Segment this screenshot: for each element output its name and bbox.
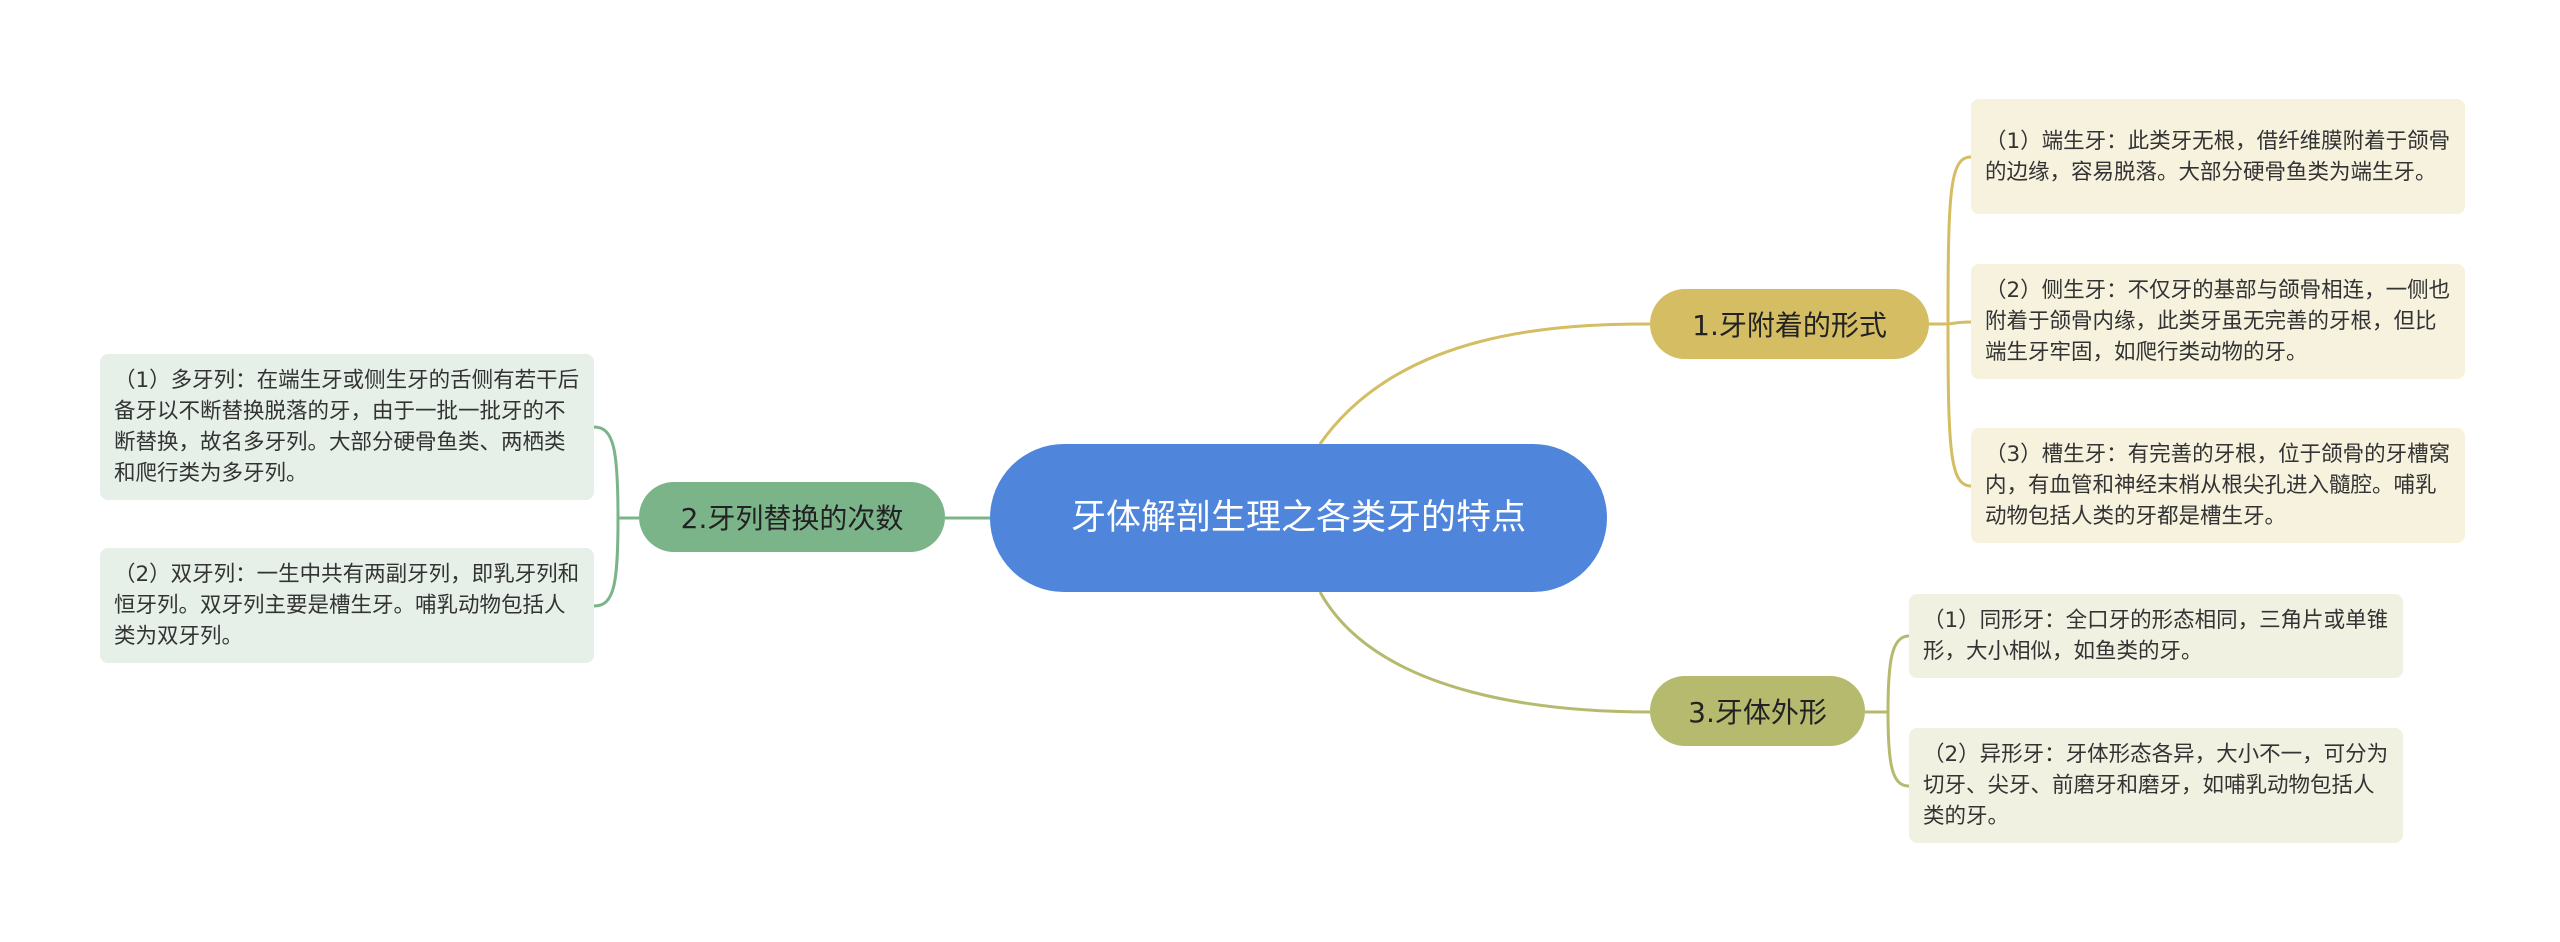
branch-tooth-shape[interactable]: 3.牙体外形	[1650, 676, 1865, 746]
branch-attachment-form[interactable]: 1.牙附着的形式	[1650, 289, 1929, 359]
leaf-polyphyodont[interactable]: （1）多牙列：在端生牙或侧生牙的舌侧有若干后备牙以不断替换脱落的牙，由于一批一批…	[100, 354, 594, 500]
link-branch3-leaf1	[1886, 634, 1910, 713]
leaf-text: （2）侧生牙：不仅牙的基部与颌骨相连，一侧也附着于颌骨内缘，此类牙虽无完善的牙根…	[1985, 278, 2451, 365]
leaf-text: （1）同形牙：全口牙的形态相同，三角片或单锥形，大小相似，如鱼类的牙。	[1923, 608, 2389, 664]
link-branch3-leaf2	[1886, 711, 1910, 788]
leaf-thecodont[interactable]: （3）槽生牙：有完善的牙根，位于颌骨的牙槽窝内，有血管和神经末梢从根尖孔进入髓腔…	[1971, 428, 2465, 543]
branch-replacement-count[interactable]: 2.牙列替换的次数	[639, 482, 945, 552]
leaf-pleurodont[interactable]: （2）侧生牙：不仅牙的基部与颌骨相连，一侧也附着于颌骨内缘，此类牙虽无完善的牙根…	[1971, 264, 2465, 379]
link-branch2-leaf1	[593, 425, 620, 519]
root-topic[interactable]: 牙体解剖生理之各类牙的特点	[990, 444, 1607, 592]
leaf-text: （2）双牙列：一生中共有两副牙列，即乳牙列和恒牙列。双牙列主要是槽生牙。哺乳动物…	[114, 562, 580, 649]
link-branch2-leaf2	[593, 517, 620, 608]
link-root-branch3	[1318, 591, 1651, 714]
link-branch1-leaf1	[1946, 155, 1972, 325]
leaf-text: （1）端生牙：此类牙无根，借纤维膜附着于颌骨的边缘，容易脱落。大部分硬骨鱼类为端…	[1985, 128, 2451, 185]
leaf-text: （3）槽生牙：有完善的牙根，位于颌骨的牙槽窝内，有血管和神经末梢从根尖孔进入髓腔…	[1985, 442, 2451, 529]
leaf-heterodont[interactable]: （2）异形牙：牙体形态各异，大小不一，可分为切牙、尖牙、前磨牙和磨牙，如哺乳动物…	[1909, 728, 2403, 843]
link-branch1-leaf3	[1946, 323, 1972, 488]
branch-label: 1.牙附着的形式	[1692, 309, 1887, 342]
leaf-homodont[interactable]: （1）同形牙：全口牙的形态相同，三角片或单锥形，大小相似，如鱼类的牙。	[1909, 594, 2403, 678]
branch-label: 2.牙列替换的次数	[680, 502, 904, 535]
link-root-branch1	[1318, 322, 1651, 445]
leaf-acrodont[interactable]: （1）端生牙：此类牙无根，借纤维膜附着于颌骨的边缘，容易脱落。大部分硬骨鱼类为端…	[1971, 99, 2465, 214]
link-branch1-leaf2	[1947, 320, 1972, 326]
leaf-text: （2）异形牙：牙体形态各异，大小不一，可分为切牙、尖牙、前磨牙和磨牙，如哺乳动物…	[1923, 742, 2389, 829]
branch-label: 3.牙体外形	[1688, 696, 1827, 729]
root-topic-label: 牙体解剖生理之各类牙的特点	[1070, 498, 1526, 538]
leaf-text: （1）多牙列：在端生牙或侧生牙的舌侧有若干后备牙以不断替换脱落的牙，由于一批一批…	[114, 368, 580, 486]
leaf-diphyodont[interactable]: （2）双牙列：一生中共有两副牙列，即乳牙列和恒牙列。双牙列主要是槽生牙。哺乳动物…	[100, 548, 594, 663]
